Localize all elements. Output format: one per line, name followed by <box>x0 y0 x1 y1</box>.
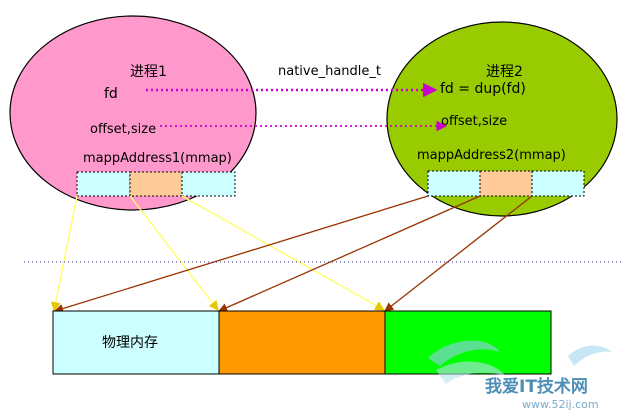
process1-segment-2 <box>129 171 183 197</box>
process1-offset-label: offset,size <box>90 122 156 137</box>
process1-fd-label: fd <box>104 86 118 102</box>
process1-title: 进程1 <box>130 64 167 80</box>
process2-segment-3 <box>531 170 585 197</box>
process2-segment-1 <box>427 170 481 197</box>
process1-segment-1 <box>76 171 131 197</box>
physical-memory-block-2 <box>218 310 386 375</box>
p2-map-line-3 <box>384 195 533 312</box>
process1-ellipse <box>9 15 257 211</box>
process2-mmap-segments <box>427 170 585 197</box>
native-handle-label: native_handle_t <box>278 64 381 79</box>
process2-segment-2 <box>479 170 533 197</box>
process1-mmap-label: mappAddress1(mmap) <box>83 151 232 166</box>
process2-ellipse <box>386 21 618 217</box>
process1-mapping-lines <box>50 195 385 312</box>
watermark-url: www.52ij.com <box>522 398 599 411</box>
watermark: 我爱IT技术网 www.52ij.com <box>428 340 612 411</box>
process1-segment-3 <box>181 171 236 197</box>
process2-fd-label: fd = dup(fd) <box>440 81 526 97</box>
p1-map-line-1 <box>50 195 78 312</box>
watermark-text: 我爱IT技术网 <box>485 376 588 397</box>
process2-offset-label: offset,size <box>441 114 507 129</box>
p2-map-line-1 <box>54 195 429 313</box>
p2-map-line-2 <box>218 195 481 312</box>
physical-memory-label: 物理内存 <box>102 335 158 351</box>
physical-memory: 物理内存 <box>52 310 552 375</box>
process2-mmap-label: mappAddress2(mmap) <box>417 148 566 163</box>
p1-map-line-3 <box>181 195 385 311</box>
process2-mapping-lines <box>54 195 533 313</box>
p1-map-line-2 <box>129 195 219 311</box>
process1-mmap-segments <box>76 171 236 197</box>
process2-title: 进程2 <box>486 64 523 80</box>
watermark-logo-icon <box>428 340 612 384</box>
